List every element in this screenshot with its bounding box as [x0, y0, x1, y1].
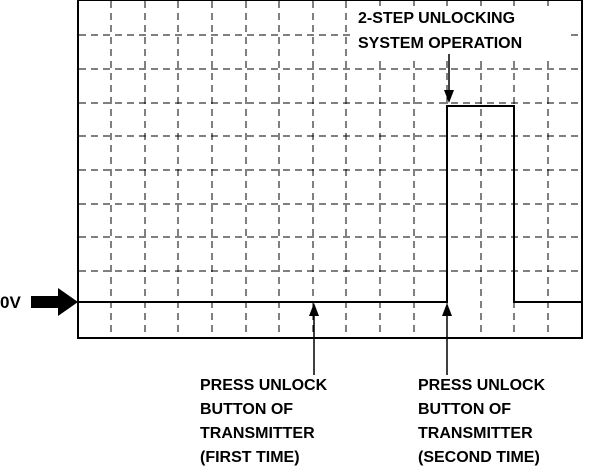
two-step-label-line2: SYSTEM OPERATION: [358, 35, 522, 52]
two-step-arrow: [444, 54, 454, 103]
first-press-label-line2: BUTTON OF: [200, 401, 293, 418]
scope-grid: [79, 1, 581, 337]
second-press-arrow: [442, 303, 452, 375]
second-press-label-line4: (SECOND TIME): [418, 449, 540, 466]
zero-volt-arrow-head: [58, 288, 78, 316]
waveform-trace: [79, 105, 581, 303]
annotation-mask: [352, 6, 566, 56]
first-press-arrow-head: [309, 303, 319, 316]
first-press-label-line3: TRANSMITTER: [200, 425, 315, 442]
zero-volt-arrow: [31, 288, 78, 316]
zero-volt-label: 0V: [0, 293, 21, 312]
second-press-label-line3: TRANSMITTER: [418, 425, 533, 442]
first-press-arrow: [309, 303, 319, 375]
two-step-label-line1: 2-STEP UNLOCKING: [358, 10, 515, 27]
second-press-arrow-head: [442, 303, 452, 316]
zero-volt-arrow-shaft: [31, 296, 61, 308]
first-press-label-line1: PRESS UNLOCK: [200, 377, 328, 394]
second-press-label-line2: BUTTON OF: [418, 401, 511, 418]
two-step-arrow-head: [444, 90, 454, 103]
first-press-label-line4: (FIRST TIME): [200, 449, 300, 466]
scope-frame: [77, 0, 583, 339]
second-press-label-line1: PRESS UNLOCK: [418, 377, 546, 394]
